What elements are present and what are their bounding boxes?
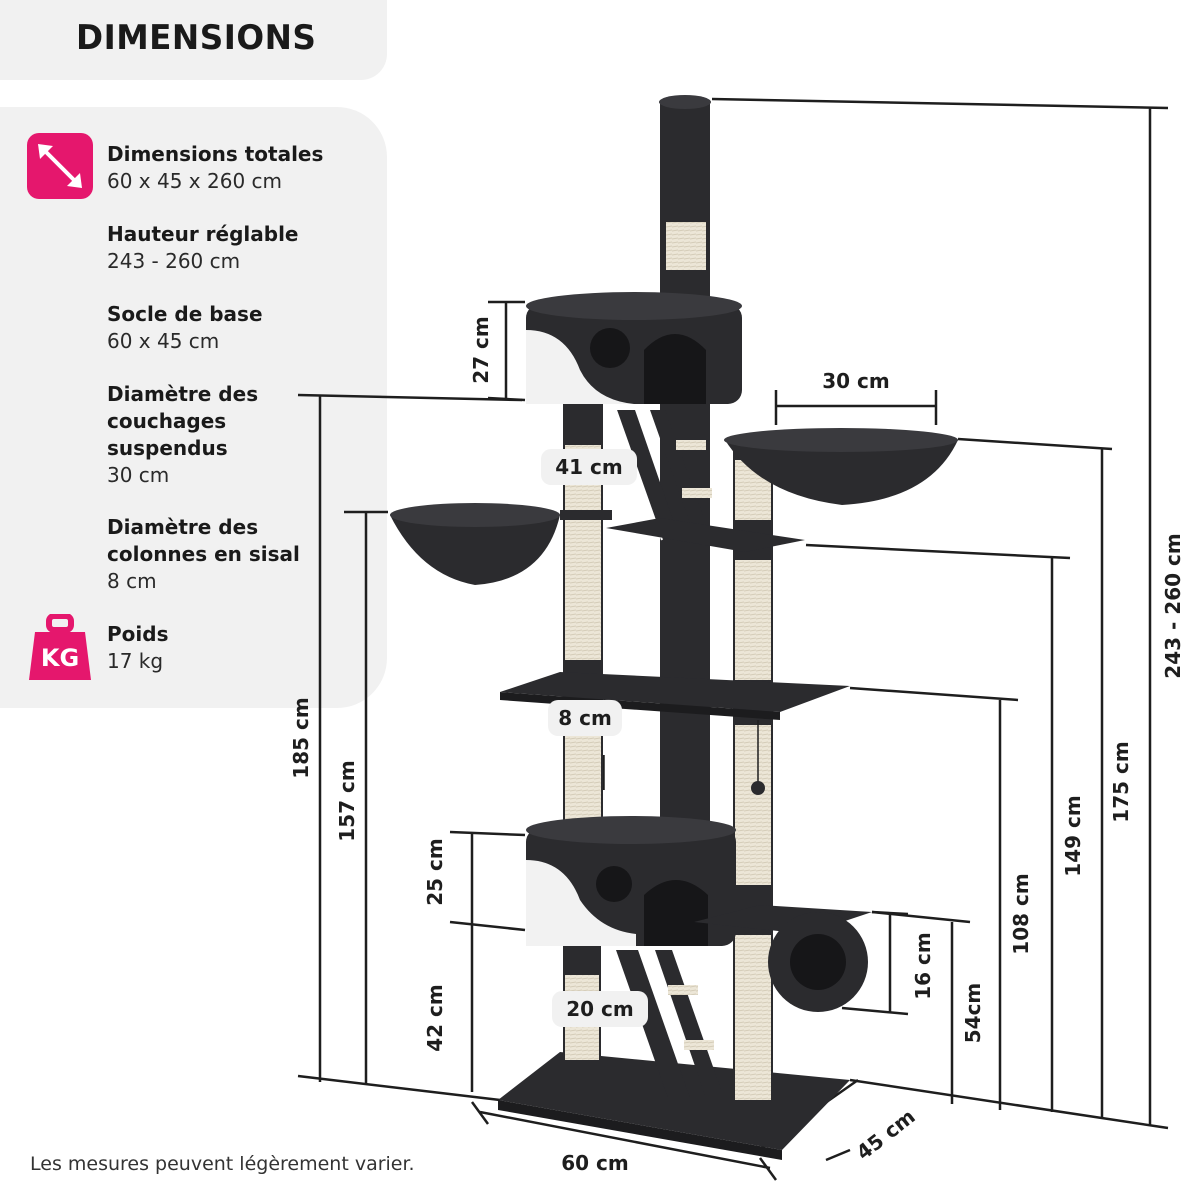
label-hammock-diameter: 30 cm	[822, 369, 890, 393]
label-base-width: 60 cm	[561, 1151, 629, 1175]
diagonal-arrows-icon	[27, 133, 93, 199]
label-height-16: 16 cm	[911, 932, 935, 1000]
spec-value: 60 x 45 cm	[107, 329, 220, 353]
spec-value: 8 cm	[107, 569, 157, 593]
label-total-height: 243 - 260 cm	[1161, 533, 1185, 678]
label-height-175: 175 cm	[1109, 741, 1133, 822]
label-gap-41: 41 cm	[541, 449, 637, 485]
spec-label: Dimensions totales	[107, 142, 324, 166]
cat-tree	[390, 95, 958, 1160]
spec-value: 17 kg	[107, 649, 164, 673]
weight-icon-text: KG	[40, 644, 80, 672]
label-height-157: 157 cm	[335, 760, 359, 841]
label-height-27: 27 cm	[469, 316, 493, 384]
specs-panel	[0, 107, 387, 708]
page-title: DIMENSIONS	[76, 18, 317, 58]
spec-label: Diamètre des colonnes en sisal	[107, 515, 300, 566]
title-banner: DIMENSIONS	[0, 0, 387, 80]
spec-label: Socle de base	[107, 302, 263, 326]
spec-adjustable-height: Hauteur réglable 243 - 260 cm	[107, 221, 377, 275]
label-height-25: 25 cm	[423, 838, 447, 906]
spec-label: Poids	[107, 622, 169, 646]
footnote: Les mesures peuvent légèrement varier.	[30, 1153, 415, 1175]
spec-value: 30 cm	[107, 463, 170, 487]
weight-kg-icon: KG	[27, 613, 93, 680]
label-height-185: 185 cm	[289, 697, 313, 778]
label-height-54: 54cm	[961, 983, 985, 1044]
spec-hammock-diameter: Diamètre des couchages suspendus 30 cm	[107, 381, 287, 489]
spec-value: 243 - 260 cm	[107, 249, 241, 273]
label-height-42: 42 cm	[423, 984, 447, 1052]
spec-sisal-diameter: Diamètre des colonnes en sisal 8 cm	[107, 514, 317, 595]
label-height-149: 149 cm	[1061, 795, 1085, 876]
spec-weight: Poids 17 kg	[107, 621, 377, 675]
spec-label: Hauteur réglable	[107, 222, 299, 246]
label-gap-20: 20 cm	[552, 991, 648, 1027]
spec-total-dimensions: Dimensions totales 60 x 45 x 260 cm	[107, 141, 377, 195]
label-post-diameter: 8 cm	[548, 700, 622, 736]
spec-label: Diamètre des couchages suspendus	[107, 382, 259, 460]
label-height-108: 108 cm	[1009, 873, 1033, 954]
spec-value: 60 x 45 x 260 cm	[107, 169, 283, 193]
spec-base: Socle de base 60 x 45 cm	[107, 301, 377, 355]
label-base-depth: 45 cm	[852, 1104, 920, 1164]
